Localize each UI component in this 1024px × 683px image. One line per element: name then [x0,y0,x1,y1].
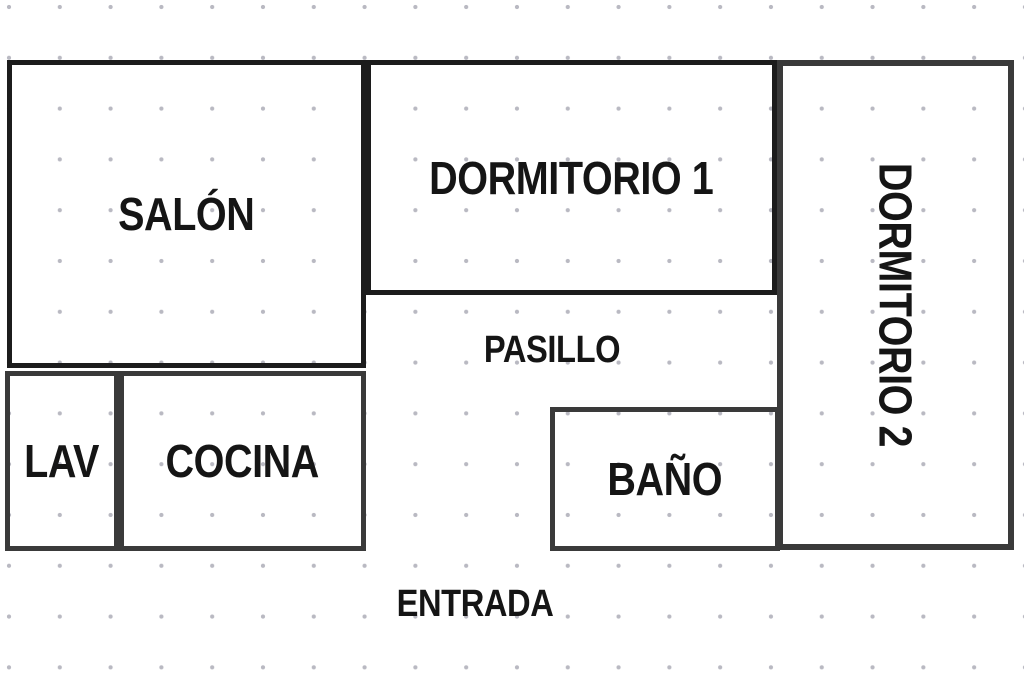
room-lav-label: LAV [24,435,100,487]
room-cocina: COCINA [119,371,366,551]
room-lav: LAV [5,371,119,551]
room-bano: BAÑO [550,407,780,551]
room-dormitorio-1: DORMITORIO 1 [366,60,777,295]
room-bano-label: BAÑO [607,453,723,505]
room-salon: SALÓN [7,60,366,368]
room-salon-label: SALÓN [118,188,255,240]
room-dormitorio-1-label: DORMITORIO 1 [429,151,714,204]
room-dormitorio-2-label: DORMITORIO 2 [869,162,922,448]
corridor-label-pasillo: PASILLO [483,329,621,371]
room-dormitorio-2: DORMITORIO 2 [777,60,1014,550]
entrance-label-entrada: ENTRADA [396,583,554,625]
room-cocina-label: COCINA [165,435,320,487]
